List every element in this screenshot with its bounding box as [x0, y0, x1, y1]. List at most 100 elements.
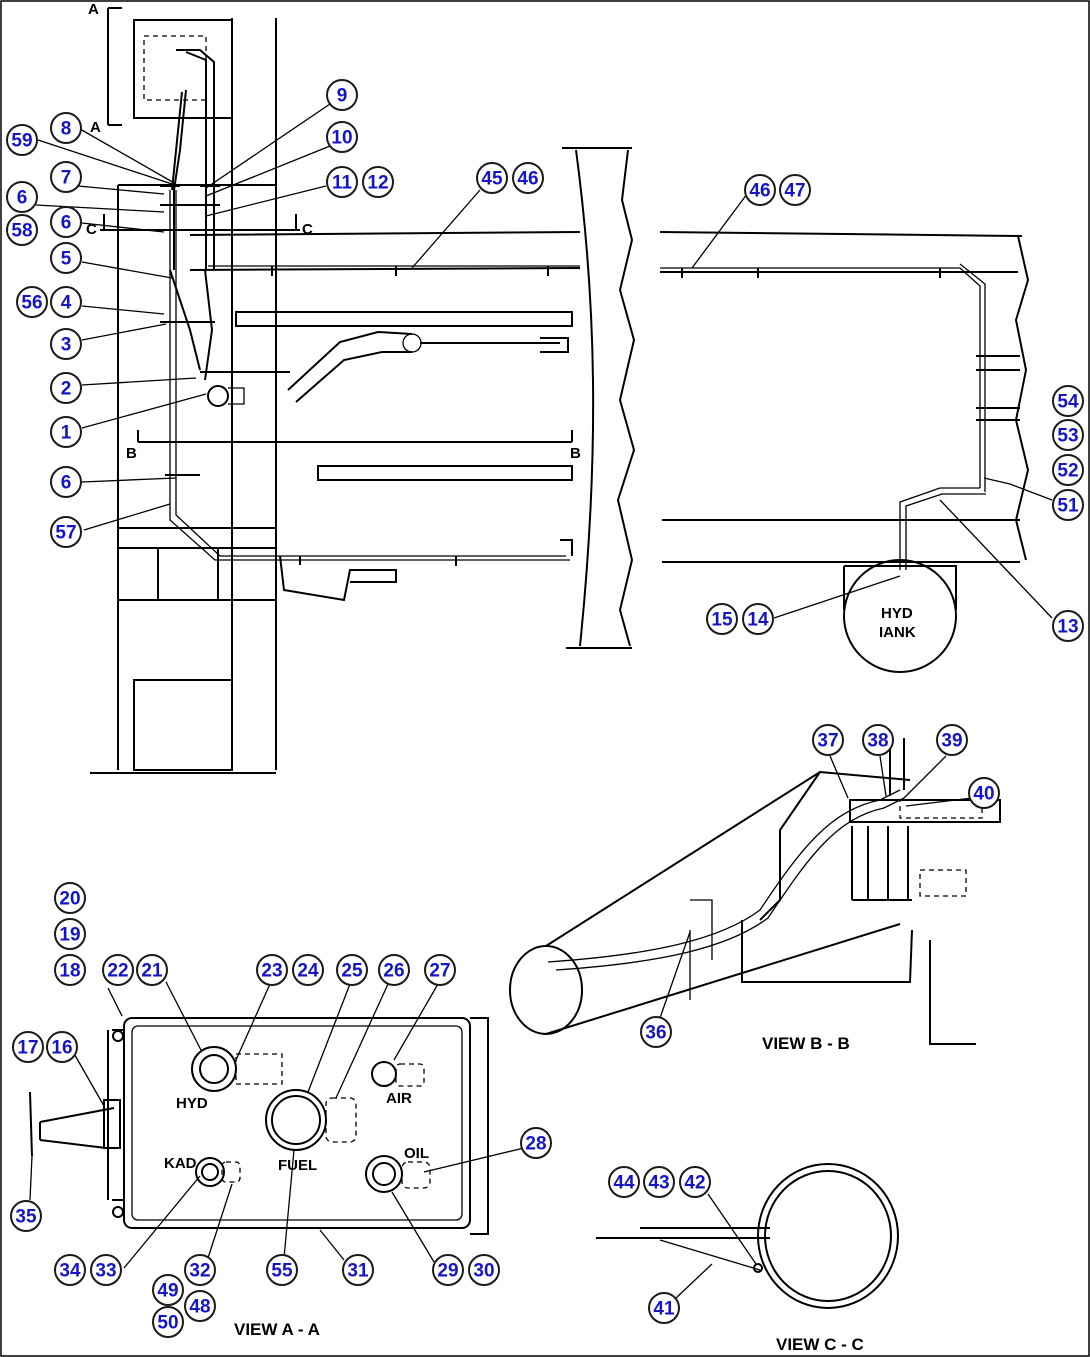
- callout-31[interactable]: 31: [342, 1254, 374, 1286]
- callout-43[interactable]: 43: [643, 1166, 675, 1198]
- callout-47[interactable]: 47: [779, 174, 811, 206]
- callout-15[interactable]: 15: [706, 603, 738, 635]
- callout-18[interactable]: 18: [54, 954, 86, 986]
- callout-46-a[interactable]: 46: [512, 162, 544, 194]
- svg-text:51: 51: [1057, 496, 1079, 517]
- callout-22[interactable]: 22: [102, 954, 134, 986]
- callout-44[interactable]: 44: [608, 1166, 640, 1198]
- svg-text:15: 15: [711, 610, 733, 631]
- section-a-bottom-label: A: [90, 119, 101, 136]
- callout-41[interactable]: 41: [648, 1292, 680, 1324]
- svg-text:2: 2: [61, 379, 72, 400]
- svg-text:1: 1: [61, 423, 72, 444]
- svg-text:17: 17: [17, 1038, 38, 1059]
- callout-42[interactable]: 42: [679, 1166, 711, 1198]
- svg-text:40: 40: [973, 784, 994, 805]
- callout-53[interactable]: 53: [1052, 419, 1084, 451]
- callout-52[interactable]: 52: [1052, 454, 1084, 486]
- callout-38[interactable]: 38: [862, 724, 894, 756]
- svg-text:11: 11: [332, 173, 353, 194]
- callout-10[interactable]: 10: [326, 121, 358, 153]
- callout-25[interactable]: 25: [336, 954, 368, 986]
- callout-8[interactable]: 8: [50, 112, 82, 144]
- svg-text:55: 55: [271, 1261, 293, 1282]
- callout-13[interactable]: 13: [1052, 610, 1084, 642]
- callout-50[interactable]: 50: [152, 1306, 184, 1338]
- callout-19[interactable]: 19: [54, 918, 86, 950]
- section-b-right-label: B: [570, 445, 581, 462]
- callout-4[interactable]: 4: [50, 286, 82, 318]
- svg-text:26: 26: [383, 961, 404, 982]
- leader-lines: [29, 103, 1053, 1299]
- callout-21[interactable]: 21: [136, 954, 168, 986]
- callout-39[interactable]: 39: [936, 724, 968, 756]
- callout-7[interactable]: 7: [50, 161, 82, 193]
- section-c-left-label: C: [86, 221, 97, 238]
- callout-2[interactable]: 2: [50, 372, 82, 404]
- callout-6-b[interactable]: 6: [50, 206, 82, 238]
- callout-55[interactable]: 55: [266, 1254, 298, 1286]
- callout-1[interactable]: 1: [50, 416, 82, 448]
- svg-text:23: 23: [261, 961, 282, 982]
- callout-28[interactable]: 28: [520, 1127, 552, 1159]
- svg-text:34: 34: [59, 1261, 81, 1282]
- callout-29[interactable]: 29: [432, 1254, 464, 1286]
- callout-20[interactable]: 20: [54, 882, 86, 914]
- svg-text:45: 45: [481, 169, 503, 190]
- svg-text:49: 49: [157, 1281, 178, 1302]
- callout-16[interactable]: 16: [46, 1031, 78, 1063]
- callout-57[interactable]: 57: [50, 516, 82, 548]
- callout-59[interactable]: 59: [6, 124, 38, 156]
- callout-35[interactable]: 35: [10, 1200, 42, 1232]
- callout-6-c[interactable]: 6: [50, 466, 82, 498]
- svg-text:7: 7: [61, 168, 72, 189]
- callout-3[interactable]: 3: [50, 328, 82, 360]
- callout-14[interactable]: 14: [742, 603, 774, 635]
- callout-46-b[interactable]: 46: [744, 174, 776, 206]
- callout-48[interactable]: 48: [184, 1290, 216, 1322]
- svg-text:3: 3: [61, 335, 72, 356]
- svg-text:25: 25: [341, 961, 363, 982]
- svg-text:54: 54: [1057, 392, 1079, 413]
- svg-text:39: 39: [941, 731, 962, 752]
- callout-58[interactable]: 58: [6, 214, 38, 246]
- svg-text:14: 14: [747, 610, 769, 631]
- svg-text:30: 30: [473, 1261, 494, 1282]
- view-c-c: VIEW C - C: [596, 1163, 899, 1354]
- callout-12[interactable]: 12: [362, 166, 394, 198]
- svg-text:33: 33: [95, 1261, 116, 1282]
- svg-text:59: 59: [11, 131, 32, 152]
- callout-51[interactable]: 51: [1052, 489, 1084, 521]
- callout-27[interactable]: 27: [424, 954, 456, 986]
- callout-45[interactable]: 45: [476, 162, 508, 194]
- callout-24[interactable]: 24: [292, 954, 324, 986]
- callout-34[interactable]: 34: [54, 1254, 86, 1286]
- callout-11[interactable]: 11: [326, 166, 358, 198]
- svg-text:6: 6: [61, 213, 72, 234]
- callout-33[interactable]: 33: [90, 1254, 122, 1286]
- svg-text:24: 24: [297, 961, 319, 982]
- callout-17[interactable]: 17: [12, 1031, 44, 1063]
- callout-49[interactable]: 49: [152, 1274, 184, 1306]
- callout-40[interactable]: 40: [968, 777, 1000, 809]
- callout-5[interactable]: 5: [50, 242, 82, 274]
- callout-36[interactable]: 36: [640, 1016, 672, 1048]
- callout-9[interactable]: 9: [326, 79, 358, 111]
- svg-text:37: 37: [817, 731, 838, 752]
- callout-23[interactable]: 23: [256, 954, 288, 986]
- callout-37[interactable]: 37: [812, 724, 844, 756]
- view-a-title: VIEW A - A: [234, 1320, 320, 1339]
- hyd-label: HYD: [176, 1095, 208, 1112]
- view-c-title: VIEW C - C: [776, 1335, 864, 1354]
- callout-26[interactable]: 26: [378, 954, 410, 986]
- svg-text:56: 56: [21, 293, 42, 314]
- svg-text:53: 53: [1057, 426, 1078, 447]
- callout-6-a[interactable]: 6: [6, 181, 38, 213]
- section-b-left-label: B: [126, 445, 137, 462]
- callout-54[interactable]: 54: [1052, 385, 1084, 417]
- callout-30[interactable]: 30: [468, 1254, 500, 1286]
- svg-text:43: 43: [648, 1173, 669, 1194]
- callout-32[interactable]: 32: [184, 1254, 216, 1286]
- callout-56[interactable]: 56: [16, 286, 48, 318]
- svg-text:22: 22: [107, 961, 128, 982]
